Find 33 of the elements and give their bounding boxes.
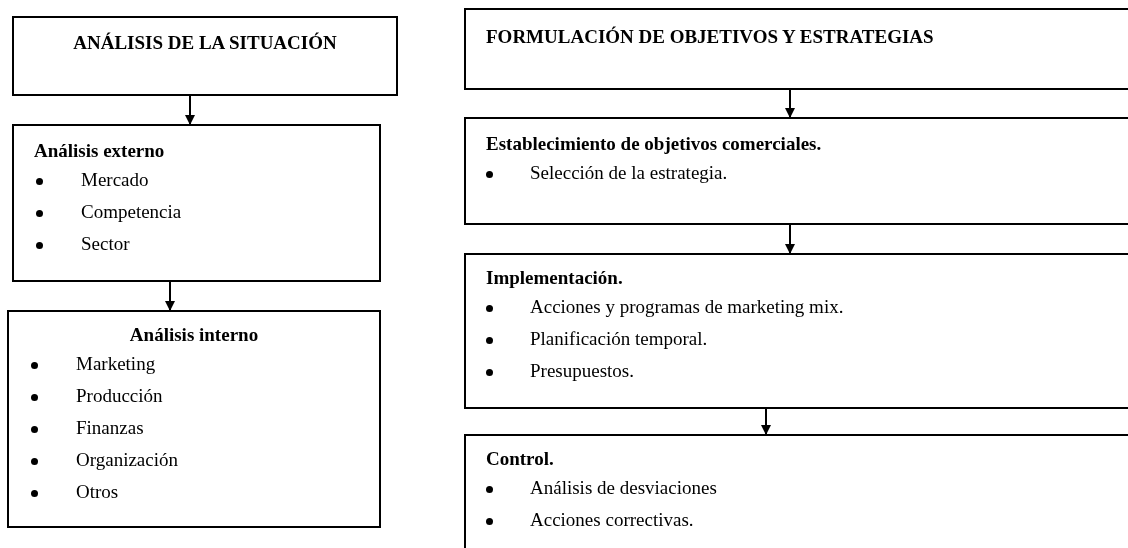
process-box [12, 124, 381, 282]
arrow [785, 224, 795, 254]
box-heading: Análisis externo [34, 139, 165, 163]
arrow [185, 95, 195, 125]
box-heading: Análisis interno [128, 323, 260, 347]
arrow [785, 89, 795, 118]
box-heading: Control. [486, 447, 554, 471]
box-heading: ANÁLISIS DE LA SITUACIÓN [72, 31, 338, 55]
list-item: Organización [76, 448, 178, 472]
list-item: Acciones y programas de marketing mix. [530, 295, 844, 319]
list-item: Presupuestos. [530, 359, 634, 383]
list-item: Competencia [81, 200, 182, 224]
process-box [7, 310, 381, 528]
box-heading: Establecimiento de objetivos comerciales. [486, 132, 822, 156]
list-item: Acciones correctivas. [530, 508, 694, 532]
list-item: Marketing [76, 352, 156, 376]
box-heading: FORMULACIÓN DE OBJETIVOS Y ESTRATEGIAS [486, 25, 934, 49]
list-item: Planificación temporal. [530, 327, 708, 351]
box-heading: Implementación. [486, 266, 623, 290]
arrow [761, 408, 771, 435]
process-box [464, 117, 1128, 225]
process-box [464, 434, 1128, 548]
list-item: Sector [81, 232, 130, 256]
process-box [12, 16, 398, 96]
process-box [464, 253, 1128, 409]
list-item: Otros [76, 480, 119, 504]
list-item: Análisis de desviaciones [530, 476, 717, 500]
list-item: Mercado [81, 168, 149, 192]
list-item: Finanzas [76, 416, 144, 440]
process-box [464, 8, 1128, 90]
arrow [165, 281, 175, 311]
list-item: Producción [76, 384, 163, 408]
list-item: Selección de la estrategia. [530, 161, 728, 185]
